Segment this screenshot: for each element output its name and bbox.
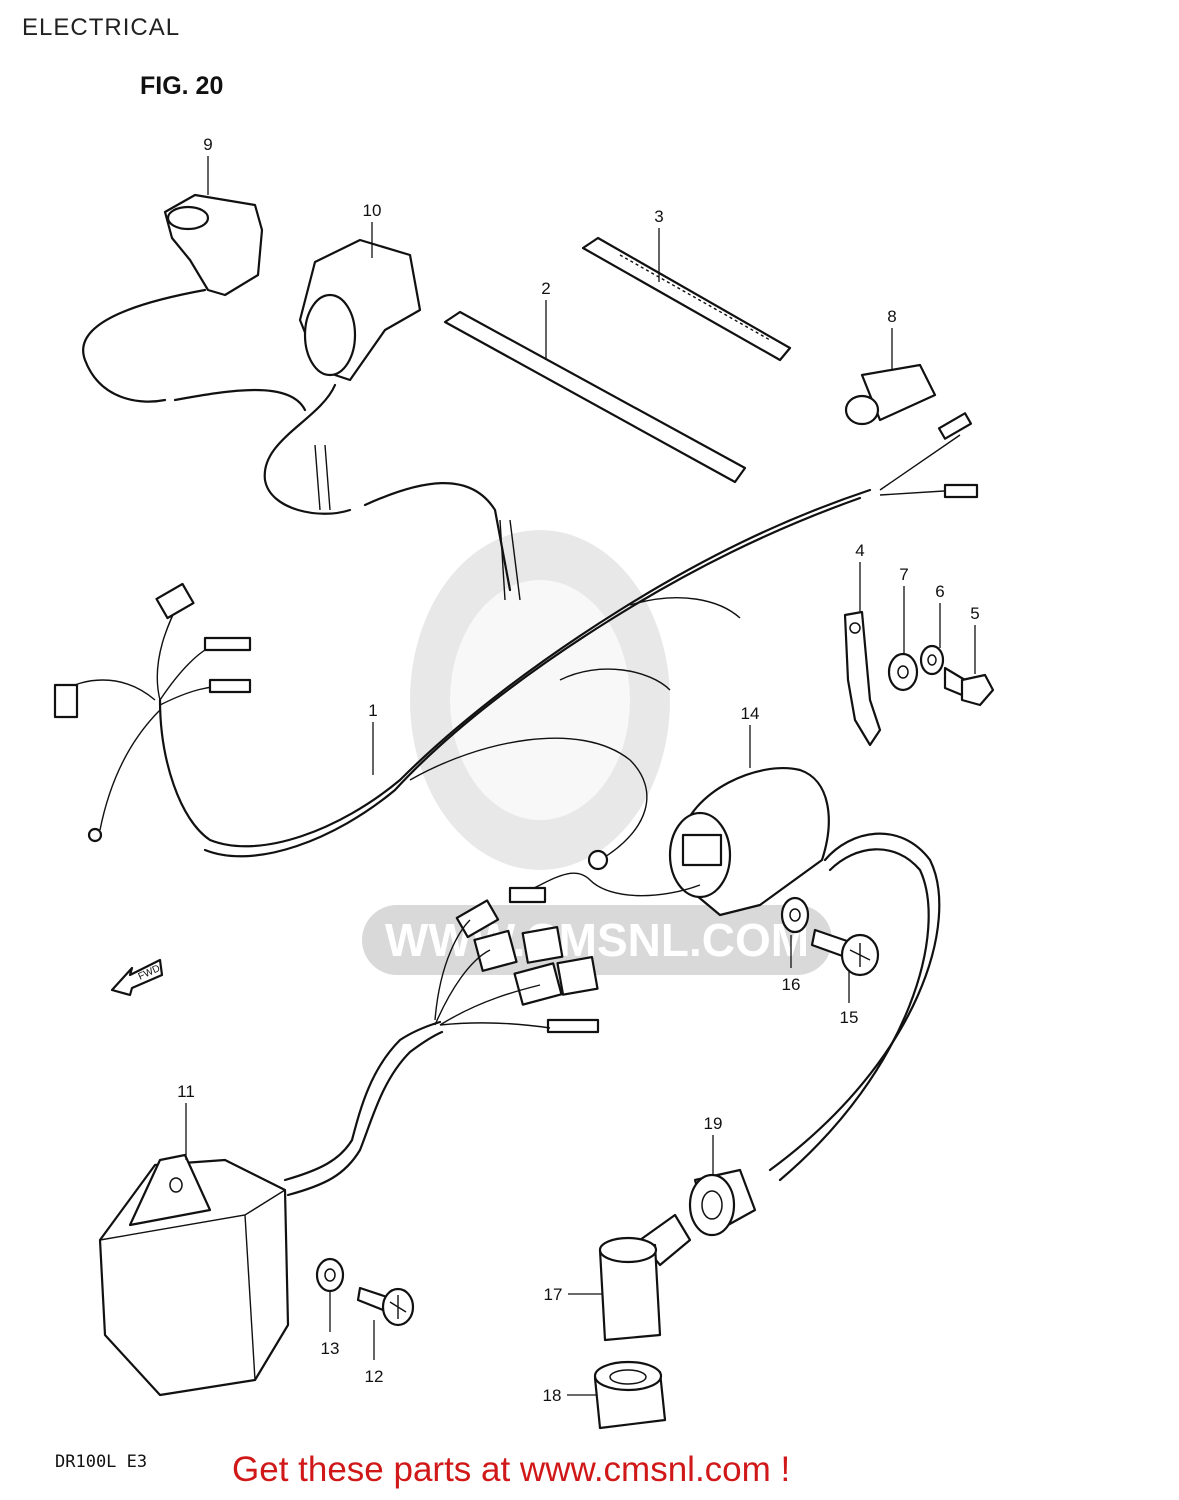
callout-5: 5 [970, 604, 979, 623]
leader-lines [185, 156, 976, 1396]
callout-14: 14 [741, 704, 760, 723]
part-6-washer[interactable] [919, 644, 945, 676]
callout-9: 9 [203, 135, 212, 154]
callout-13: 13 [321, 1339, 340, 1358]
connector-cluster[interactable] [434, 899, 600, 1034]
callout-16: 16 [782, 975, 801, 994]
part-8-cap[interactable] [844, 363, 937, 426]
model-label: DR100L E3 [55, 1452, 148, 1472]
callout-6: 6 [935, 582, 944, 601]
part-19-seal[interactable] [688, 1168, 757, 1237]
callout-8: 8 [887, 307, 896, 326]
callout-11: 11 [177, 1082, 195, 1101]
part-10-right-switch[interactable] [263, 238, 521, 601]
part-13-washer[interactable] [315, 1257, 345, 1293]
callout-2: 2 [541, 279, 550, 298]
callout-4: 4 [855, 541, 864, 560]
figure-label: FIG. 20 [140, 72, 224, 100]
callout-19: 19 [704, 1114, 723, 1133]
part-2-strap[interactable] [443, 310, 747, 484]
callout-7: 7 [899, 565, 908, 584]
part-9-left-switch[interactable] [82, 193, 307, 412]
callout-numbers: 9 10 3 2 8 4 7 6 5 1 14 16 15 11 13 12 1… [177, 135, 980, 1405]
callout-1: 1 [368, 701, 377, 720]
forward-arrow-icon: FWD [110, 958, 164, 997]
exploded-parts-diagram: WWW.CMSNL.COM [53, 135, 995, 1430]
part-4-bracket[interactable] [843, 610, 882, 747]
part-11-cdi-unit[interactable] [98, 1020, 444, 1397]
cmsnl-parts-link[interactable]: Get these parts at www.cmsnl.com ! [232, 1450, 791, 1489]
part-5-bolt[interactable] [943, 666, 995, 707]
callout-17: 17 [544, 1285, 563, 1304]
part-17-plug-cap[interactable] [598, 1213, 692, 1342]
part-7-washer[interactable] [887, 652, 919, 692]
part-14-ignition-coil[interactable] [508, 767, 941, 1182]
callout-18: 18 [543, 1386, 562, 1405]
part-18-boot[interactable] [593, 1360, 667, 1430]
part-12-screw[interactable] [356, 1286, 415, 1327]
part-1-main-harness[interactable] [53, 412, 979, 871]
page-title: ELECTRICAL [22, 14, 181, 41]
callout-15: 15 [840, 1008, 859, 1027]
part-15-screw[interactable] [810, 928, 880, 977]
part-16-washer[interactable] [780, 896, 810, 934]
callout-3: 3 [654, 207, 663, 226]
part-3-cable-tie[interactable] [581, 236, 792, 362]
callout-12: 12 [365, 1367, 384, 1386]
callout-10: 10 [363, 201, 382, 220]
